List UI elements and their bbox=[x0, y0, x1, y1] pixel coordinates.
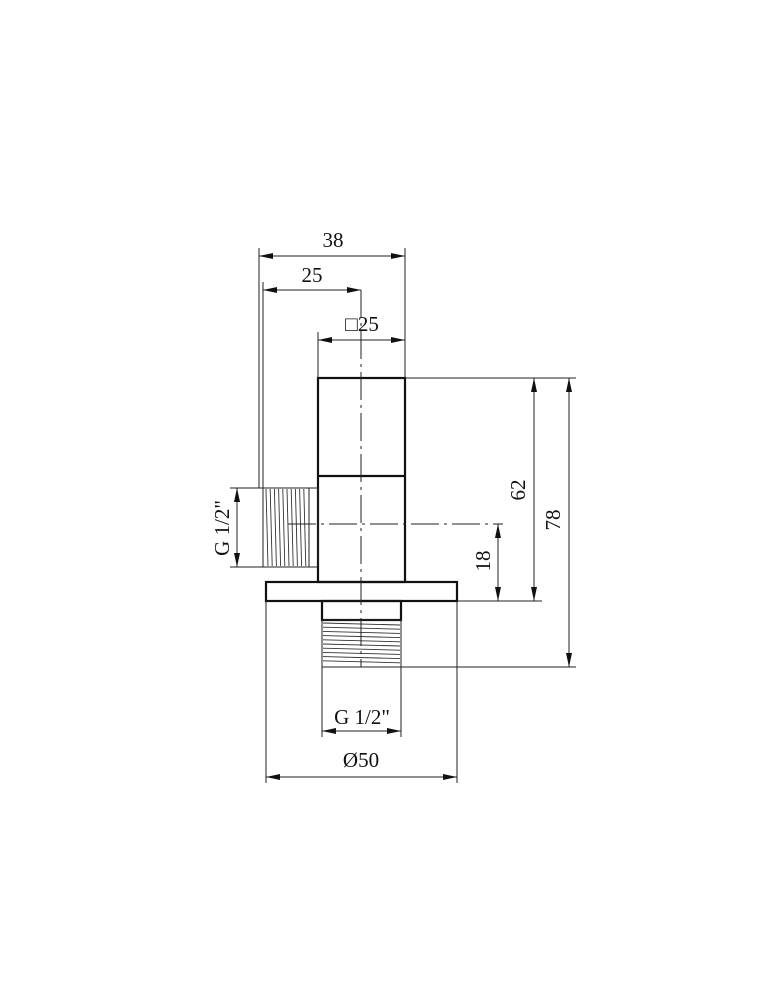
side-thread-outlet bbox=[262, 487, 319, 568]
dimension-bottom-thread: G 1/2" bbox=[322, 705, 401, 734]
dimension-label: 62 bbox=[506, 480, 530, 501]
dimension-square-25: □25 bbox=[318, 312, 405, 343]
dimension-label: 38 bbox=[323, 228, 344, 252]
dimension-78: 78 bbox=[541, 378, 572, 667]
thread-line bbox=[303, 488, 307, 567]
thread-line bbox=[286, 488, 290, 567]
dimension-label: 25 bbox=[302, 263, 323, 287]
thread-line bbox=[278, 488, 282, 567]
dimension-label: G 1/2" bbox=[334, 705, 390, 729]
thread-line bbox=[282, 488, 286, 567]
thread-line bbox=[322, 647, 401, 651]
thread-line bbox=[265, 488, 269, 567]
dimension-label: Ø50 bbox=[343, 748, 379, 772]
dimension-side-thread: G 1/2" bbox=[210, 488, 240, 567]
thread-line bbox=[273, 488, 277, 567]
dimension-25: 25 bbox=[263, 263, 361, 293]
thread-line bbox=[322, 656, 401, 660]
dimension-label: 78 bbox=[541, 510, 565, 531]
dimension-38: 38 bbox=[259, 228, 405, 259]
dimension-flange-diameter: Ø50 bbox=[266, 748, 457, 780]
thread-line bbox=[290, 488, 294, 567]
dimension-label: 18 bbox=[471, 551, 495, 572]
thread-line bbox=[269, 488, 273, 567]
extension-lines bbox=[230, 248, 576, 783]
dimension-62: 62 bbox=[506, 378, 537, 601]
thread-line bbox=[299, 488, 303, 567]
dimension-label: □25 bbox=[345, 312, 379, 336]
dimension-18: 18 bbox=[471, 524, 501, 601]
dimension-label: G 1/2" bbox=[210, 500, 234, 556]
thread-line bbox=[294, 488, 298, 567]
